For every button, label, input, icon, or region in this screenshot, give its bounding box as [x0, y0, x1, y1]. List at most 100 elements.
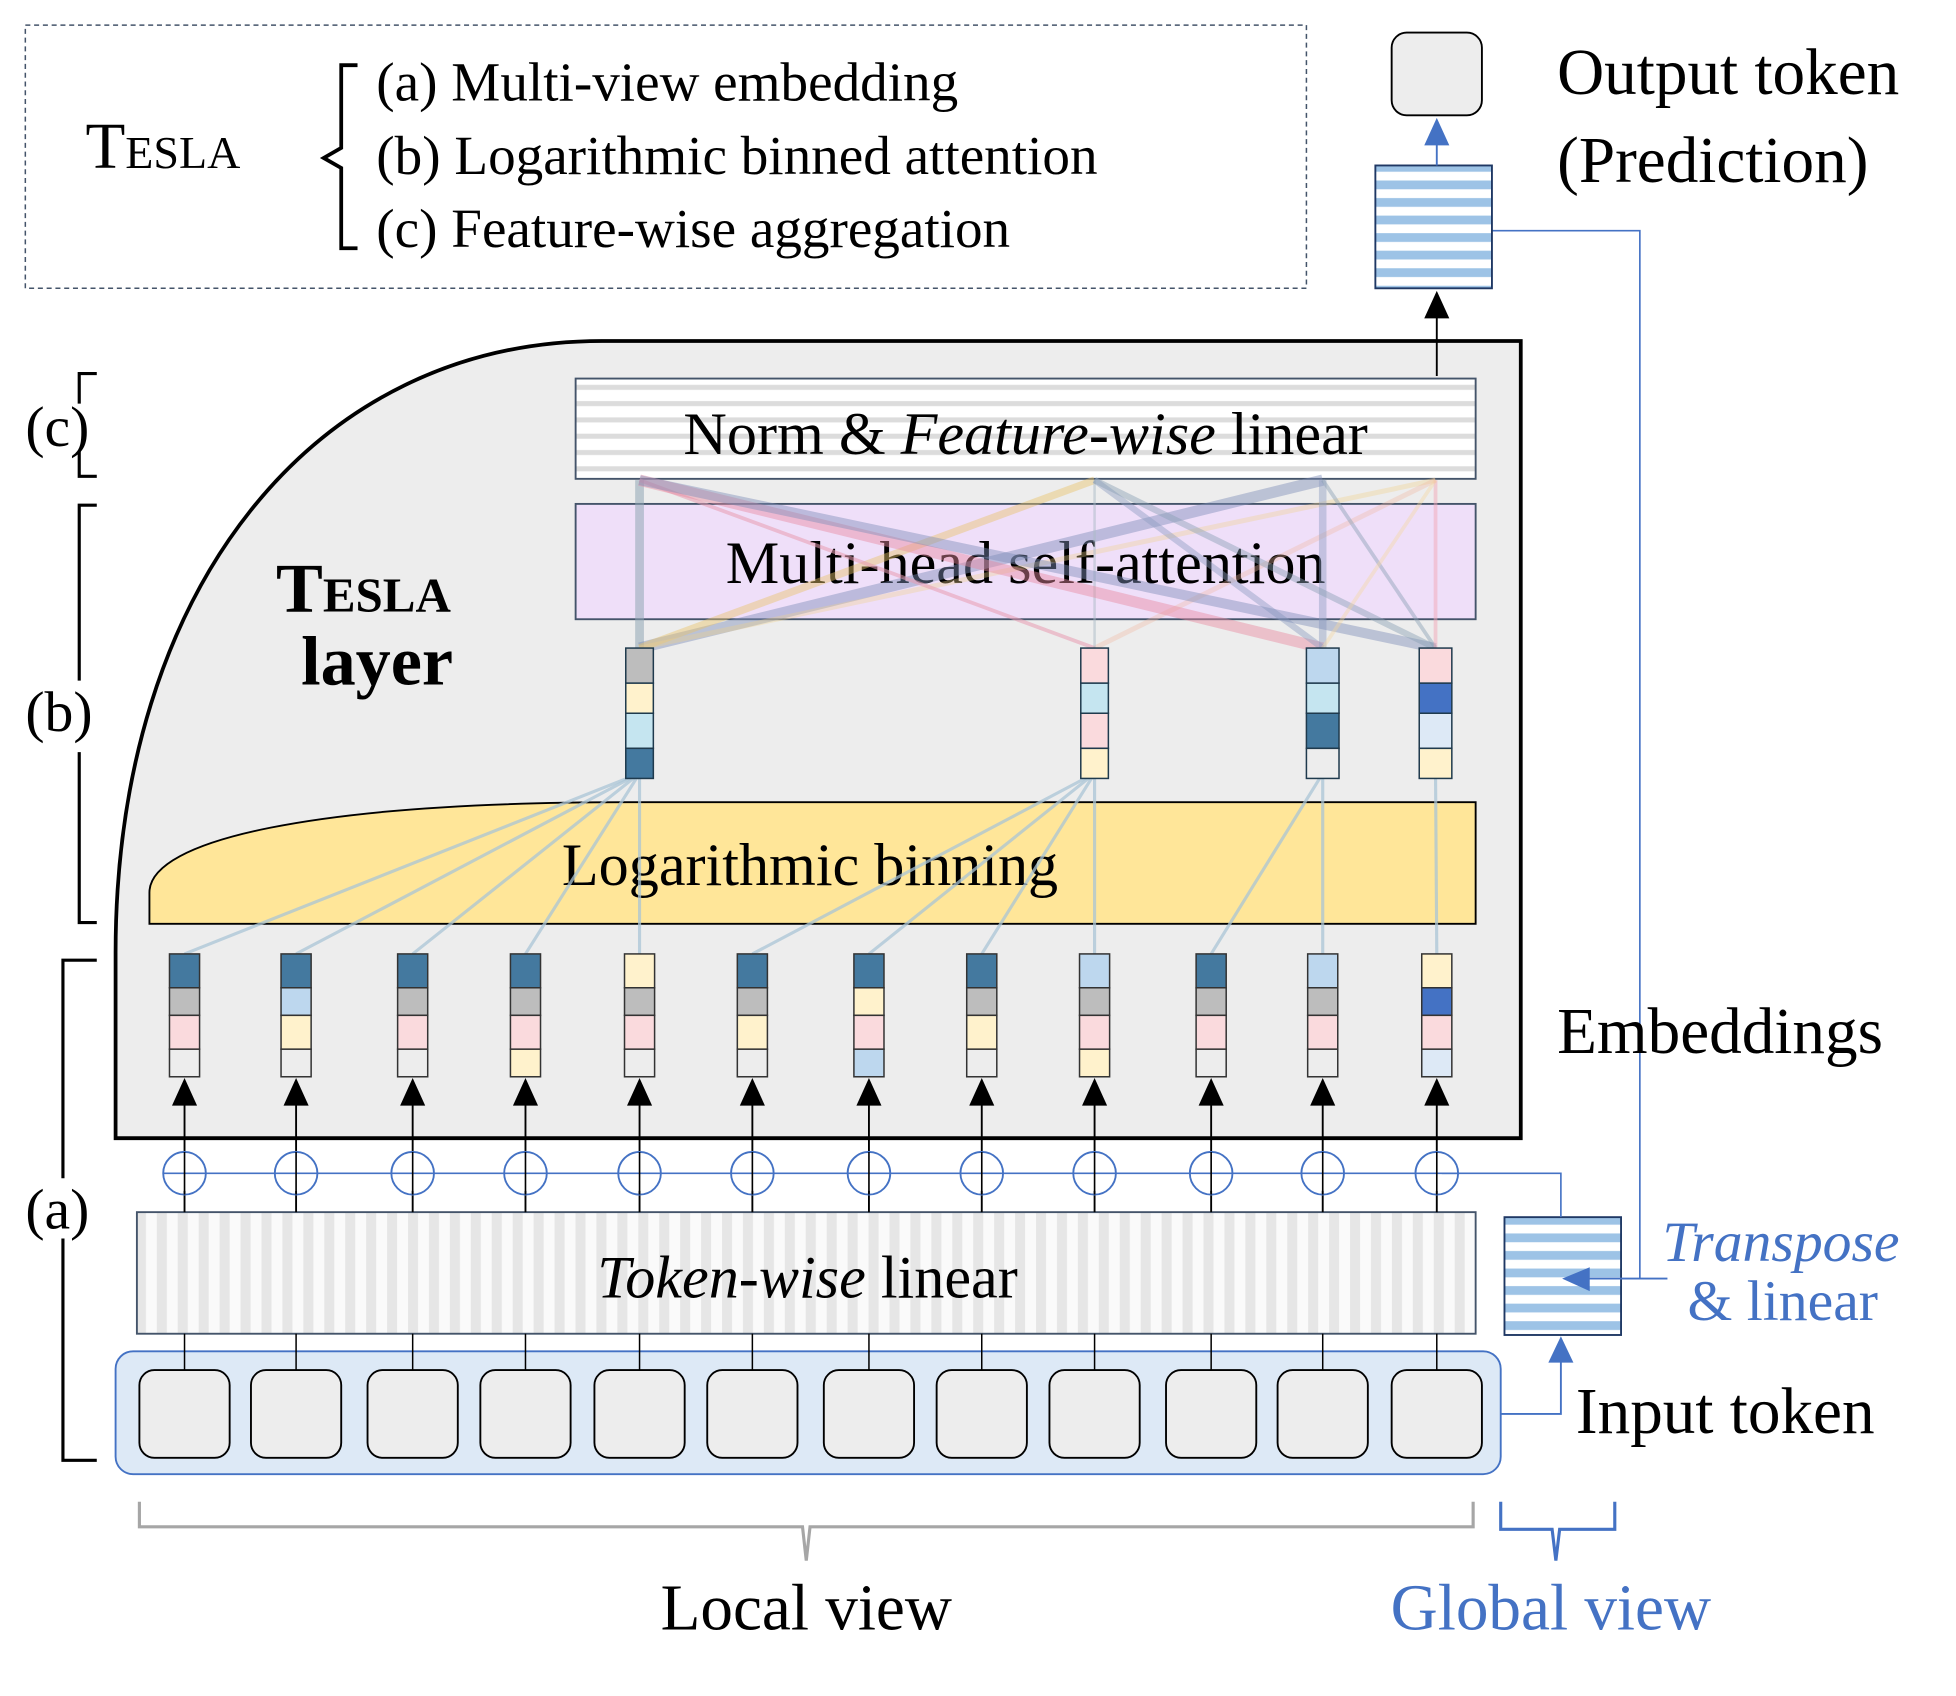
- binned-cell-dark: [1305, 712, 1340, 750]
- embedding-cell-pink: [168, 1014, 201, 1050]
- embedding-arrowhead: [512, 1078, 539, 1106]
- embedding-arrows: [171, 1078, 1450, 1152]
- legend-item-a: (a) Multi-view embedding: [376, 51, 958, 112]
- attention-connection: [1321, 479, 1438, 650]
- attention-connection: [1321, 479, 1438, 650]
- binning-connection: [980, 772, 1096, 955]
- input-token-4: [479, 1369, 572, 1459]
- binning-connections: [183, 771, 1439, 956]
- bracket-a: [61, 958, 97, 1462]
- input-token-7: [822, 1369, 916, 1459]
- input-token-11: [1276, 1369, 1369, 1459]
- binned-vector-4: [1418, 647, 1453, 780]
- embedding-cell-gray: [509, 987, 542, 1017]
- legend-item-b: (b) Logarithmic binned attention: [376, 125, 1097, 186]
- binning-connection: [295, 772, 641, 956]
- embedding-cell-yellow: [853, 987, 885, 1017]
- embedding-cell-white: [1306, 1048, 1339, 1078]
- embedding-cell-white: [280, 1048, 312, 1078]
- attention-connections-overlay: [635, 474, 1438, 654]
- binned-cell-paleblue: [1418, 712, 1453, 750]
- attention-connection: [1093, 477, 1437, 651]
- embedding-cell-pink: [1420, 1014, 1453, 1050]
- embedding-vectors: [168, 953, 1453, 1078]
- embedding-cell-gray: [1306, 987, 1339, 1017]
- attention-connection: [638, 474, 1325, 654]
- prediction-label: (Prediction): [1557, 125, 1868, 197]
- binned-cell-sky: [625, 712, 655, 750]
- section-label-b: (b): [25, 681, 92, 744]
- embedding-cell-pink: [1078, 1014, 1111, 1050]
- embedding-cell-blue: [1420, 987, 1453, 1017]
- embedding-cell-paleblue: [1420, 1048, 1453, 1078]
- input-token-8: [935, 1369, 1028, 1459]
- binned-vectors: [625, 647, 1453, 780]
- binned-cell-blue: [1418, 682, 1453, 714]
- embedding-cell-dark: [280, 953, 312, 989]
- attention-connection: [1092, 477, 1325, 651]
- bracket-c: [77, 371, 97, 478]
- binned-vector-3: [1305, 647, 1340, 780]
- binning-connection: [411, 772, 641, 956]
- embedding-vector-5: [623, 953, 656, 1078]
- embedding-cell-lightblue: [853, 1048, 885, 1078]
- binning-block-label: Logarithmic binning: [562, 832, 1058, 899]
- input-token-10: [1165, 1369, 1258, 1459]
- legend-item-c: (c) Feature-wise aggregation: [376, 198, 1010, 259]
- attention-connection: [638, 478, 1096, 650]
- binned-cell-yellow: [1418, 747, 1453, 780]
- embedding-cell-gray: [1078, 987, 1111, 1017]
- attention-block-label: Multi-head self-attention: [726, 530, 1326, 597]
- input-token-2: [250, 1369, 343, 1459]
- output-linear-box: [1374, 164, 1493, 290]
- tesla-layer-title: Tesla: [276, 550, 451, 628]
- embedding-cell-gray: [623, 987, 656, 1017]
- embedding-cell-dark: [736, 953, 769, 989]
- embedding-cell-yellow: [1078, 1048, 1111, 1078]
- embedding-cell-gray: [396, 987, 429, 1017]
- output-token-label: Output token: [1557, 37, 1899, 109]
- embedding-cell-pink: [509, 1014, 542, 1050]
- embedding-cell-yellow: [623, 953, 656, 989]
- binned-cell-sky: [1305, 682, 1340, 714]
- binned-vector-2: [1080, 647, 1110, 780]
- input-token-3: [366, 1369, 459, 1459]
- embedding-cell-pink: [853, 1014, 885, 1050]
- output-section: Output token (Prediction): [1374, 31, 1899, 377]
- local-view-label: Local view: [661, 1573, 952, 1645]
- transpose-label: Transpose: [1662, 1211, 1899, 1274]
- embedding-cell-yellow: [509, 1048, 542, 1078]
- attention-connection: [1093, 477, 1437, 651]
- input-token-5: [593, 1369, 686, 1459]
- transpose-arrowhead: [1562, 1267, 1590, 1292]
- embedding-cell-pink: [1195, 1014, 1227, 1050]
- embedding-cell-gray: [965, 987, 998, 1017]
- input-token-6: [706, 1369, 799, 1459]
- binned-cell-yellow: [1080, 747, 1110, 780]
- norm-feature-wise-linear-block: Norm & Feature-wise linear: [574, 377, 1477, 480]
- embedding-arrowhead: [969, 1078, 995, 1106]
- legend-brace: [319, 63, 358, 251]
- embedding-arrowhead: [1198, 1078, 1224, 1106]
- embedding-cell-gray: [168, 987, 201, 1017]
- binned-vector-1: [625, 647, 655, 780]
- embedding-cell-dark: [853, 953, 885, 989]
- embedding-cell-lightblue: [1306, 953, 1339, 989]
- input-tokens-container: [114, 1350, 1502, 1476]
- multi-head-self-attention-block: Multi-head self-attention: [574, 502, 1477, 621]
- embedding-cell-white: [168, 1048, 201, 1078]
- embedding-arrowhead: [1424, 1078, 1450, 1106]
- binned-cell-pink: [1080, 647, 1110, 684]
- output-token: [1390, 31, 1483, 117]
- binned-cell-pink: [1080, 712, 1110, 750]
- global-input-arrowhead: [1548, 1336, 1574, 1363]
- embedding-cell-dark: [509, 953, 542, 989]
- input-token-1: [138, 1369, 231, 1459]
- embedding-cell-gray: [736, 987, 769, 1017]
- embedding-cell-dark: [1195, 953, 1227, 989]
- binned-cell-gray: [625, 647, 655, 684]
- embedding-cell-dark: [396, 953, 429, 989]
- tesla-layer-subtitle: layer: [301, 622, 453, 700]
- embeddings-label: Embeddings: [1557, 996, 1883, 1068]
- embedding-vector-7: [853, 953, 885, 1078]
